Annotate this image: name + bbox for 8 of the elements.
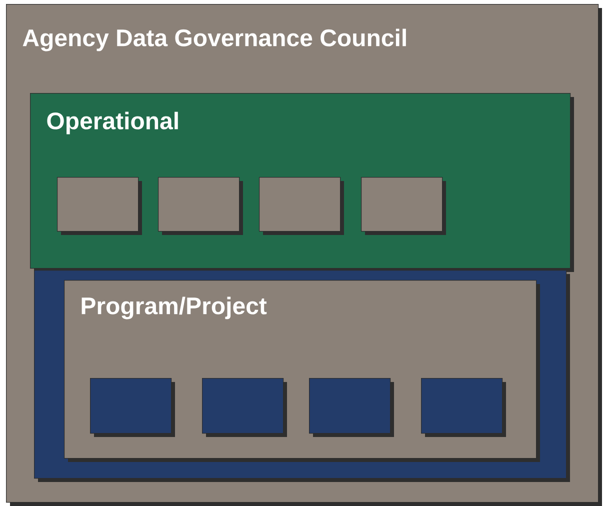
small-box [361, 177, 446, 235]
small-box [202, 378, 287, 437]
small-box [90, 378, 175, 437]
small-box [259, 177, 344, 235]
small-box [309, 378, 394, 437]
small-box [158, 177, 243, 235]
small-box [57, 177, 142, 235]
small-box [421, 378, 506, 437]
